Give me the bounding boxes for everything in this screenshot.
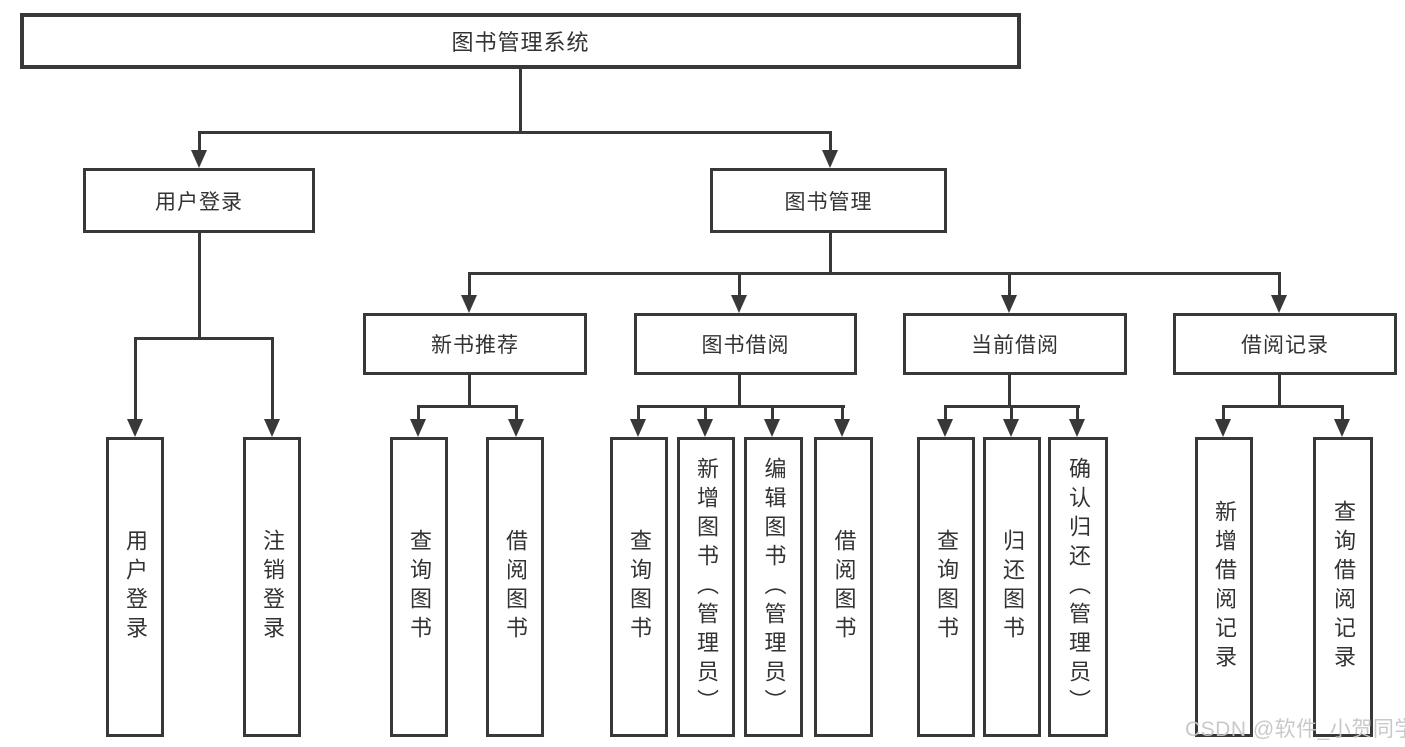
node-book-borrow: 图书借阅 xyxy=(634,313,857,375)
node-book-mgmt: 图书管理 xyxy=(710,168,947,233)
arrow-down-icon xyxy=(731,295,747,313)
connector-new-book-rec-bar xyxy=(417,405,518,408)
arrow-down-icon xyxy=(264,419,280,437)
arrow-down-icon xyxy=(834,419,850,437)
leaf-query-book-rec: 查询图书 xyxy=(390,437,448,737)
leaf-add-book: 新增图书（管理员） xyxy=(677,437,735,737)
leaf-add-borrow-record: 新增借阅记录 xyxy=(1195,437,1253,737)
connector-root-bar xyxy=(198,131,832,134)
node-borrow-records: 借阅记录 xyxy=(1173,313,1397,375)
connector-user-login-drop-1 xyxy=(134,337,137,421)
arrow-down-icon xyxy=(937,419,953,437)
connector-book-borrow-drop-1 xyxy=(637,405,640,421)
leaf-query-book-borrow: 查询图书 xyxy=(610,437,668,737)
arrow-down-icon xyxy=(697,419,713,437)
connector-borrow-records-drop-1 xyxy=(1222,405,1225,421)
arrow-down-icon xyxy=(822,150,838,168)
connector-borrow-records-bar xyxy=(1222,405,1344,408)
leaf-logout: 注销登录 xyxy=(243,437,301,737)
arrow-down-icon xyxy=(764,419,780,437)
connector-book-mgmt-drop-4 xyxy=(1278,272,1281,297)
arrow-down-icon xyxy=(1003,419,1019,437)
node-current-borrow: 当前借阅 xyxy=(903,313,1127,375)
connector-borrow-records-drop-2 xyxy=(1341,405,1344,421)
connector-root-stem xyxy=(519,68,522,131)
arrow-down-icon xyxy=(410,419,426,437)
leaf-borrow-book-rec: 借阅图书 xyxy=(486,437,544,737)
leaf-borrow-book: 借阅图书 xyxy=(814,437,873,737)
leaf-query-borrow-record: 查询借阅记录 xyxy=(1313,437,1373,737)
connector-current-borrow-drop-3 xyxy=(1076,405,1079,421)
arrow-down-icon xyxy=(1069,419,1085,437)
connector-book-borrow-drop-3 xyxy=(771,405,774,421)
connector-user-login-bar xyxy=(134,337,273,340)
arrow-down-icon xyxy=(1215,419,1231,437)
leaf-return-book: 归还图书 xyxy=(983,437,1041,737)
arrow-down-icon xyxy=(1271,295,1287,313)
connector-book-mgmt-bar xyxy=(468,272,1280,275)
connector-new-book-rec-stem xyxy=(468,375,471,405)
arrow-down-icon xyxy=(1001,295,1017,313)
arrow-down-icon xyxy=(508,419,524,437)
connector-root-drop-left xyxy=(198,131,201,152)
leaf-confirm-return: 确认归还（管理员） xyxy=(1048,437,1108,737)
connector-root-drop-right xyxy=(829,131,832,152)
connector-book-borrow-bar xyxy=(637,405,845,408)
connector-book-mgmt-drop-3 xyxy=(1008,272,1011,297)
arrow-down-icon xyxy=(1334,419,1350,437)
connector-new-book-rec-drop-2 xyxy=(515,405,518,421)
connector-user-login-stem xyxy=(198,233,201,337)
node-root: 图书管理系统 xyxy=(20,13,1021,69)
leaf-user-login: 用户登录 xyxy=(106,437,164,737)
connector-current-borrow-drop-1 xyxy=(944,405,947,421)
arrow-down-icon xyxy=(461,295,477,313)
connector-book-mgmt-drop-1 xyxy=(468,272,471,297)
connector-book-borrow-drop-4 xyxy=(841,405,844,421)
node-new-book-rec: 新书推荐 xyxy=(363,313,587,375)
arrow-down-icon xyxy=(191,150,207,168)
connector-book-mgmt-drop-2 xyxy=(738,272,741,297)
connector-book-borrow-stem xyxy=(738,375,741,405)
connector-current-borrow-stem xyxy=(1008,375,1011,405)
connector-new-book-rec-drop-1 xyxy=(417,405,420,421)
connector-borrow-records-stem xyxy=(1278,375,1281,405)
arrow-down-icon xyxy=(127,419,143,437)
connector-book-borrow-drop-2 xyxy=(704,405,707,421)
csdn-watermark: CSDN @软件_小贺同学 xyxy=(1185,718,1405,741)
leaf-edit-book: 编辑图书（管理员） xyxy=(744,437,803,737)
connector-current-borrow-drop-2 xyxy=(1010,405,1013,421)
node-user-login: 用户登录 xyxy=(83,168,315,233)
leaf-query-book-current: 查询图书 xyxy=(917,437,975,737)
connector-book-mgmt-stem xyxy=(829,233,832,272)
connector-user-login-drop-2 xyxy=(271,337,274,421)
arrow-down-icon xyxy=(630,419,646,437)
